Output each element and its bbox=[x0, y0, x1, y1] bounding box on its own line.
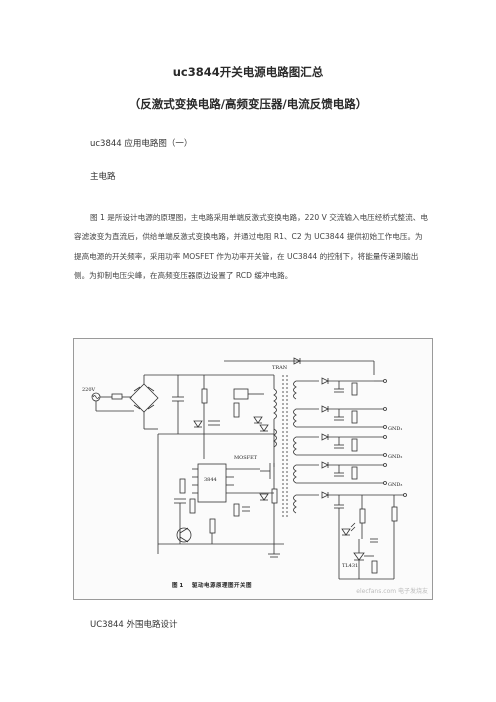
mosfet-label: MOSFET bbox=[234, 455, 258, 461]
opto-transistor-icon bbox=[176, 527, 192, 543]
figure-caption-label: 图 1 bbox=[172, 583, 184, 589]
circuit-figure: 220V TRAN MOSFET 3844 TL431 GND₁ GND₂ GN… bbox=[73, 338, 433, 600]
doc-title: uc3844开关电源电路图汇总 bbox=[172, 65, 324, 79]
section-heading-main: 主电路 bbox=[90, 172, 116, 182]
doc-subtitle: （反激式变换电路/高频变压器/电流反馈电路） bbox=[128, 97, 368, 111]
tl431-label: TL431 bbox=[342, 563, 358, 569]
gnd1-label: GND₁ bbox=[388, 426, 402, 432]
ac-input-label: 220V bbox=[82, 387, 96, 393]
ic-label: 3844 bbox=[204, 477, 217, 483]
body-paragraph: 图 1 是所设计电源的原理图，主电路采用单端反激式变换电路，220 V 交流输入… bbox=[74, 213, 428, 281]
main-output-feedback bbox=[296, 491, 407, 580]
gnd2-label: GND₂ bbox=[388, 454, 402, 460]
section-heading-next: UC3844 外围电路设计 bbox=[90, 620, 178, 630]
circuit-schematic: 220V TRAN MOSFET 3844 TL431 GND₁ GND₂ GN… bbox=[82, 357, 407, 580]
tl431-icon bbox=[353, 552, 365, 561]
primary-winding-icon bbox=[273, 388, 277, 420]
section-heading-app: uc3844 应用电路图（一） bbox=[90, 139, 193, 149]
transformer-label: TRAN bbox=[272, 365, 288, 371]
figure-caption: 驱动电源原理图开关图 bbox=[192, 583, 253, 589]
watermark: elecfans.com 电子发烧友 bbox=[356, 588, 428, 595]
uc3844-ic-icon bbox=[197, 463, 227, 503]
bridge-rectifier-icon bbox=[129, 383, 159, 413]
output-rail-1 bbox=[296, 377, 387, 396]
gnd3-label: GND₃ bbox=[388, 482, 402, 488]
secondary-winding-1-icon bbox=[293, 380, 297, 400]
